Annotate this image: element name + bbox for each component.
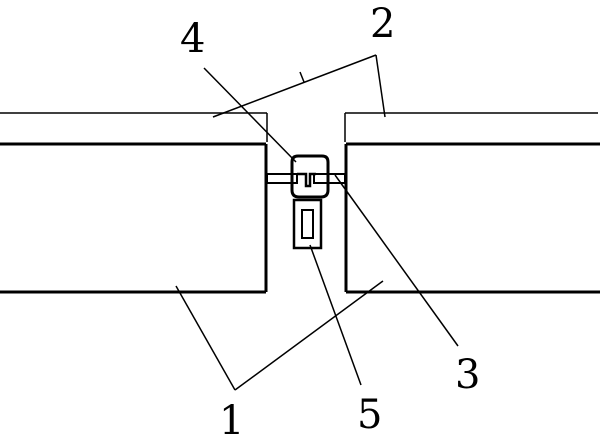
label-part-2: 2 xyxy=(370,1,395,47)
leader-lines xyxy=(175,54,459,391)
left-top-panel xyxy=(0,112,268,142)
label-part-5: 5 xyxy=(357,392,382,438)
fastener xyxy=(292,198,323,250)
label-part-3: 3 xyxy=(455,352,480,398)
left-main-block xyxy=(0,142,268,294)
label-part-4: 4 xyxy=(180,16,205,62)
label-part-1: 1 xyxy=(219,398,244,442)
right-main-block xyxy=(344,142,600,294)
clamp-head xyxy=(290,154,330,199)
right-top-panel xyxy=(344,112,598,142)
